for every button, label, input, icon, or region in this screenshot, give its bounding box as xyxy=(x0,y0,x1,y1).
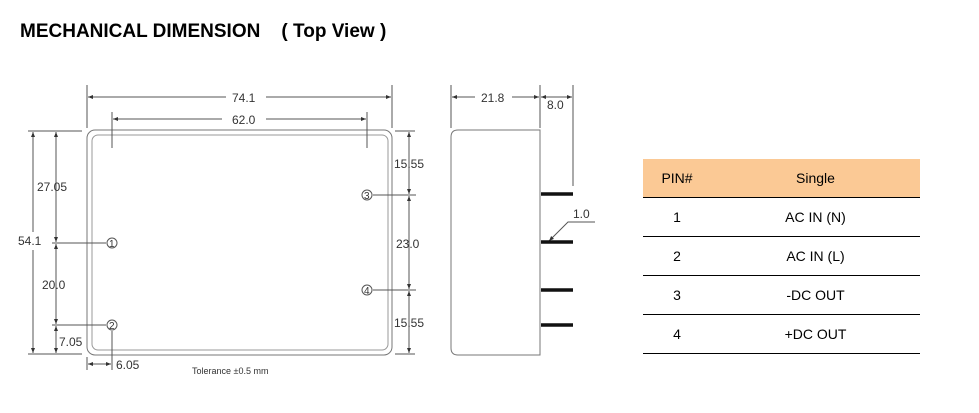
dim-6-05: 6.05 xyxy=(116,358,140,372)
pin-1-marker xyxy=(106,237,118,249)
module-outline-inner xyxy=(91,134,389,351)
function-cell: AC IN (L) xyxy=(711,236,920,276)
dim-1-0: 1.0 xyxy=(573,207,590,221)
function-cell: +DC OUT xyxy=(711,314,920,354)
header-pin: PIN# xyxy=(643,159,711,198)
pin-cell: 2 xyxy=(643,236,711,276)
dim-23-0: 23.0 xyxy=(396,237,420,251)
dim-62-0: 62.0 xyxy=(232,113,256,127)
table-row: 3-DC OUT xyxy=(643,275,920,315)
table-header-row: PIN# Single xyxy=(643,159,920,198)
function-cell: AC IN (N) xyxy=(711,197,920,237)
dim-15-55-bottom: 15.55 xyxy=(394,316,424,330)
module-outline-outer xyxy=(86,129,393,356)
pin-1-label: 1 xyxy=(109,239,115,250)
pin-2-marker xyxy=(106,319,118,331)
dim-74-1: 74.1 xyxy=(232,91,256,105)
pin-2-label: 2 xyxy=(109,321,115,332)
pin-4-label: 4 xyxy=(364,286,370,297)
pin-4-marker xyxy=(361,284,373,296)
header-single: Single xyxy=(711,159,920,198)
pin-cell: 4 xyxy=(643,314,711,354)
dim-27-05: 27.05 xyxy=(37,180,67,194)
function-cell: -DC OUT xyxy=(711,275,920,315)
dim-20-0: 20.0 xyxy=(42,278,66,292)
dim-15-55-top: 15.55 xyxy=(394,157,424,171)
table-row: 4+DC OUT xyxy=(643,314,920,354)
dim-54-1: 54.1 xyxy=(18,234,42,248)
side-view-body xyxy=(450,129,541,356)
page-title: MECHANICAL DIMENSION ( Top View ) xyxy=(20,21,387,42)
tolerance-note: Tolerance ±0.5 mm xyxy=(192,366,268,376)
pin-3-label: 3 xyxy=(364,191,370,202)
pin-3-marker xyxy=(361,189,373,201)
dim-7-05: 7.05 xyxy=(59,335,83,349)
dim-21-8: 21.8 xyxy=(481,91,505,105)
dim-8-0: 8.0 xyxy=(547,98,564,112)
pin-cell: 1 xyxy=(643,197,711,237)
pin-cell: 3 xyxy=(643,275,711,315)
